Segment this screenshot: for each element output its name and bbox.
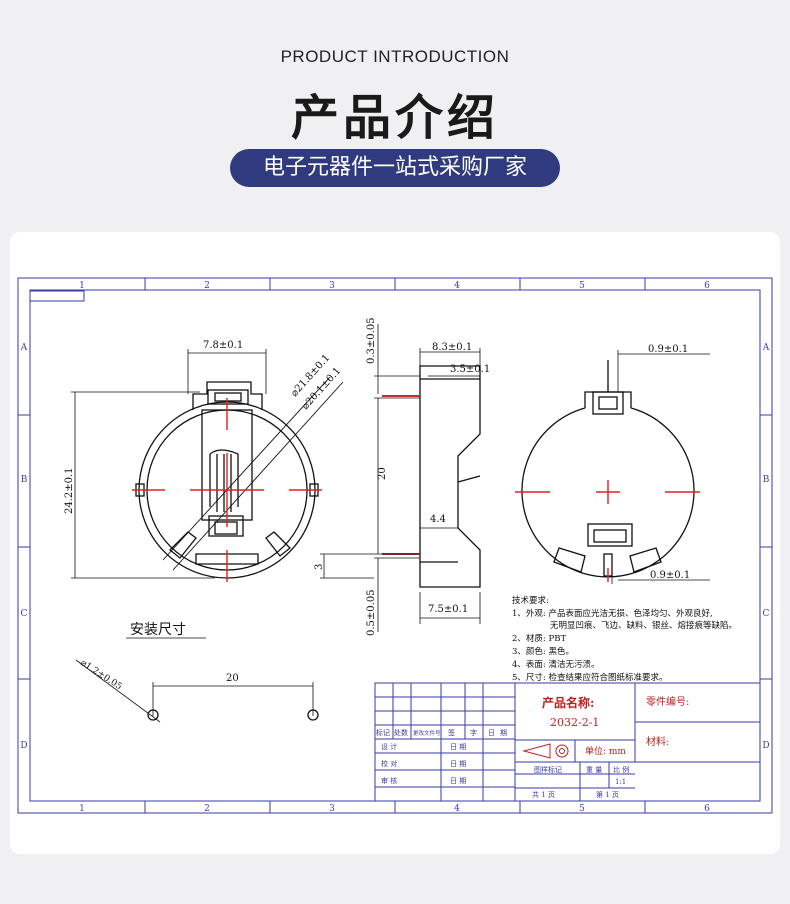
drawing-card: 1 2 3 4 5 6 1 2 3 4 5 6 A B C D A B C D	[10, 232, 780, 854]
tb-unit-label: 单位: mm	[585, 745, 626, 757]
inner-frame	[29, 289, 761, 802]
row-label: D	[762, 741, 769, 751]
rev-header: 日	[488, 729, 495, 737]
dim-back-top: 0.9±0.1	[648, 344, 688, 355]
tech-line: 无明显凹痕、飞边、缺料、银丝、熔接痕等缺陷。	[550, 620, 737, 631]
row-label: D	[20, 741, 27, 751]
corner-box	[29, 290, 85, 302]
rev-header: 标记	[376, 728, 390, 737]
tb-part-no-label: 零件编号:	[646, 695, 689, 708]
row-label: B	[21, 475, 28, 485]
rev-header: 处数	[394, 728, 408, 737]
tb-sheets-total: 共 1 页	[532, 790, 555, 799]
dim-side-44: 4.4	[430, 514, 446, 525]
back-view	[521, 360, 695, 578]
dim-pin-spacing: 20	[226, 673, 239, 684]
dim-pin-diameter: ⌀1.2±0.05	[78, 658, 123, 692]
dim-side-body: 20	[377, 467, 388, 480]
tb-row-label: 设 计	[381, 742, 397, 751]
tb-name-value: 2032-2-1	[550, 716, 599, 729]
col-label: 2	[204, 804, 210, 814]
row-label: A	[20, 343, 28, 353]
tech-line: 4、表面: 清洁无污渍。	[512, 659, 599, 670]
page-title: 产品介绍	[290, 90, 499, 146]
row-label: B	[763, 475, 770, 485]
tb-name-label: 产品名称:	[542, 695, 594, 710]
rev-header: 签	[448, 728, 455, 737]
tb-scale-value: 1:1	[615, 778, 626, 786]
tb-weight-label: 重 量	[586, 766, 602, 774]
tech-line: 2、材质: PBT	[512, 633, 566, 644]
tech-title: 技术要求:	[512, 595, 549, 606]
tb-date-label: 日 期	[450, 777, 466, 785]
tb-scale-label: 比 例	[613, 765, 629, 774]
technical-drawing: 1 2 3 4 5 6 1 2 3 4 5 6 A B C D A B C D	[17, 277, 773, 814]
dim-side-bottom-thickness: 0.5±0.05	[366, 589, 377, 636]
center-mark	[132, 398, 322, 582]
row-label: A	[762, 343, 770, 353]
header-section: PRODUCT INTRODUCTION 产品介绍 电子元器件一站式采购厂家	[0, 0, 790, 232]
dim-back-bottom: 0.9±0.1	[650, 570, 690, 581]
subtitle-en: PRODUCT INTRODUCTION	[280, 47, 510, 66]
dim-side-width: 8.3±0.1	[432, 342, 472, 353]
row-label: C	[763, 609, 770, 619]
tb-date-label: 日 期	[450, 760, 466, 768]
tb-row-label: 校 对	[381, 759, 397, 768]
tb-material-label: 材料:	[646, 735, 669, 748]
install-label: 安装尺寸	[130, 622, 186, 638]
tb-date-label: 日 期	[450, 743, 466, 751]
dim-side-3: 3	[314, 564, 325, 570]
rev-header: 期	[500, 729, 507, 737]
tech-line: 3、颜色: 黑色。	[512, 646, 574, 657]
col-label: 4	[454, 281, 460, 291]
tech-line: 1、外观: 产品表面应光洁无损、色泽均匀、外观良好,	[512, 608, 713, 619]
col-label: 1	[79, 804, 85, 814]
col-label: 5	[579, 281, 585, 291]
rev-header: 字	[470, 728, 477, 737]
dim-side-bottom-width: 7.5±0.1	[428, 604, 468, 615]
dim-side-inner: 3.5±0.1	[450, 364, 490, 375]
col-label: 3	[329, 804, 335, 814]
tb-stage-label: 图样标记	[534, 765, 562, 774]
install-view: 安装尺寸 20 ⌀1.2±0.05	[75, 622, 319, 723]
col-label: 2	[204, 281, 210, 291]
tagline-badge: 电子元器件一站式采购厂家	[230, 149, 560, 187]
col-label: 3	[329, 281, 335, 291]
tb-sheet-no: 第 1 页	[596, 790, 619, 799]
center-mark	[515, 480, 700, 582]
tech-requirements: 技术要求: 1、外观: 产品表面应光洁无损、色泽均匀、外观良好, 无明显凹痕、飞…	[512, 595, 737, 683]
title-block: 标记 处数 更改文件号 签 字 日 期 设 计 校 对 审 核 日 期 日 期 …	[374, 682, 761, 802]
dim-top-width: 7.8±0.1	[203, 340, 243, 351]
rev-header: 更改文件号	[413, 729, 441, 737]
dim-height: 24.2±0.1	[64, 467, 75, 514]
row-label: C	[21, 609, 28, 619]
dim-side-top: 0.3±0.05	[366, 317, 377, 364]
col-label: 1	[79, 281, 85, 291]
col-label: 4	[454, 804, 460, 814]
tech-line: 5、尺寸: 检查结果应符合图纸标准要求。	[512, 672, 667, 683]
projection-symbol-icon	[522, 743, 569, 759]
col-label: 5	[579, 804, 585, 814]
side-view	[419, 365, 481, 588]
tb-row-label: 审 核	[381, 776, 397, 785]
col-label: 6	[704, 804, 710, 814]
col-label: 6	[704, 281, 710, 291]
